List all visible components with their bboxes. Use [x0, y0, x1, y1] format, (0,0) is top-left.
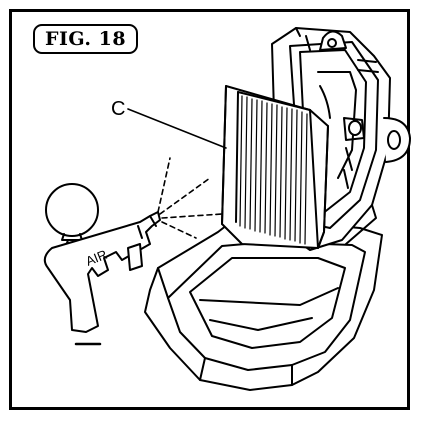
filter-pleats	[239, 95, 308, 245]
pressure-gauge-icon	[45, 183, 99, 237]
callout-label-c: C	[111, 98, 126, 120]
air-stream-lines	[157, 157, 223, 239]
callout-leader-line	[127, 108, 227, 149]
air-blow-gun	[43, 183, 161, 346]
filter-housing-cover	[144, 205, 383, 391]
figure-label: FIG. 18	[33, 24, 139, 54]
